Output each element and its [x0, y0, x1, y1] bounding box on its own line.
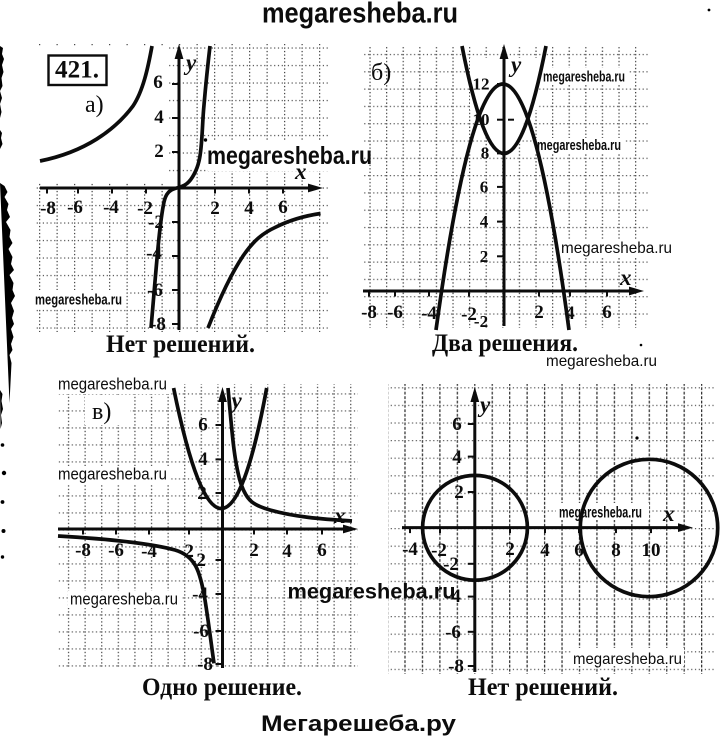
svg-text:4: 4: [244, 198, 254, 219]
svg-text:-4: -4: [402, 539, 418, 560]
svg-text:megaresheba.ru: megaresheba.ru: [573, 651, 682, 668]
svg-text:y: y: [508, 52, 522, 77]
svg-text:2: 2: [454, 482, 464, 503]
svg-text:б): б): [371, 60, 391, 86]
svg-text:в): в): [92, 399, 111, 425]
svg-text:megaresheba.ru: megaresheba.ru: [288, 581, 456, 604]
svg-text:2: 2: [197, 483, 207, 504]
svg-text:-6: -6: [193, 621, 209, 642]
svg-text:-4: -4: [445, 586, 461, 607]
svg-text:2: 2: [210, 198, 220, 219]
svg-text:megaresheba.ru: megaresheba.ru: [207, 142, 372, 170]
svg-text:y: y: [477, 392, 491, 417]
svg-text:megaresheba.ru: megaresheba.ru: [543, 68, 625, 85]
svg-text:6: 6: [574, 540, 584, 561]
svg-text:megaresheba.ru: megaresheba.ru: [35, 292, 122, 309]
svg-text:megaresheba.ru: megaresheba.ru: [546, 353, 657, 370]
svg-text:-2: -2: [137, 198, 153, 219]
svg-text:-6: -6: [108, 540, 124, 561]
svg-text:-2: -2: [461, 304, 477, 325]
svg-text:2: 2: [249, 540, 259, 561]
svg-text:4: 4: [282, 541, 292, 562]
svg-text:megaresheba.ru: megaresheba.ru: [537, 137, 621, 154]
svg-text:megaresheba.ru: megaresheba.ru: [58, 376, 167, 394]
svg-text:x: x: [662, 501, 675, 526]
svg-text:x: x: [294, 159, 307, 184]
svg-text:2: 2: [480, 247, 489, 266]
svg-text:-8: -8: [197, 654, 213, 675]
svg-text:Мегарешеба.ру: Мегарешеба.ру: [261, 711, 457, 736]
svg-text:x: x: [333, 503, 346, 528]
svg-text:12: 12: [473, 75, 490, 94]
svg-text:-2: -2: [431, 540, 447, 561]
svg-text:megaresheba.ru: megaresheba.ru: [262, 0, 458, 30]
svg-text:x: x: [619, 265, 632, 290]
svg-text:-8: -8: [40, 198, 56, 219]
svg-text:-4: -4: [103, 197, 119, 218]
svg-text:-6: -6: [387, 302, 403, 323]
svg-text:Два решения.: Два решения.: [432, 330, 578, 357]
svg-text:6: 6: [317, 540, 327, 561]
svg-text:-2: -2: [474, 312, 488, 331]
svg-text:y: y: [229, 388, 243, 413]
svg-text:8: 8: [611, 540, 621, 561]
svg-text:а): а): [85, 92, 104, 118]
svg-text:4: 4: [480, 212, 489, 231]
svg-text:6: 6: [602, 302, 612, 323]
svg-text:megaresheba.ru: megaresheba.ru: [561, 240, 672, 257]
svg-text:-4: -4: [421, 303, 437, 324]
svg-text:Одно решение.: Одно решение.: [142, 674, 302, 701]
svg-text:4: 4: [540, 540, 550, 561]
svg-text:10: 10: [642, 540, 661, 561]
svg-text:421.: 421.: [55, 57, 99, 84]
svg-text:y: y: [183, 50, 197, 75]
svg-text:-8: -8: [75, 540, 91, 561]
svg-text:-6: -6: [67, 197, 83, 218]
svg-text:6: 6: [480, 178, 489, 197]
svg-text:megaresheba.ru: megaresheba.ru: [70, 591, 178, 609]
svg-text:-8: -8: [448, 656, 464, 677]
svg-text:2: 2: [505, 539, 515, 560]
svg-text:Нет решений.: Нет решений.: [106, 331, 255, 358]
svg-text:2: 2: [534, 302, 544, 323]
svg-text:-6: -6: [445, 622, 461, 643]
svg-text:4: 4: [565, 303, 575, 324]
svg-text:6: 6: [452, 414, 462, 435]
svg-text:6: 6: [278, 197, 288, 218]
svg-text:megaresheba.ru: megaresheba.ru: [58, 466, 167, 484]
svg-text:4: 4: [452, 447, 462, 468]
svg-text:2: 2: [154, 141, 164, 162]
svg-text:6: 6: [153, 72, 163, 93]
svg-text:6: 6: [198, 415, 208, 436]
svg-text:-8: -8: [361, 302, 377, 323]
svg-text:-8: -8: [150, 314, 166, 335]
svg-text:4: 4: [198, 449, 208, 470]
svg-text:8: 8: [481, 144, 490, 163]
svg-text:4: 4: [154, 107, 164, 128]
svg-text:megaresheba.ru: megaresheba.ru: [559, 505, 642, 522]
svg-text:Нет решений.: Нет решений.: [468, 674, 618, 701]
svg-text:-2: -2: [443, 554, 459, 575]
